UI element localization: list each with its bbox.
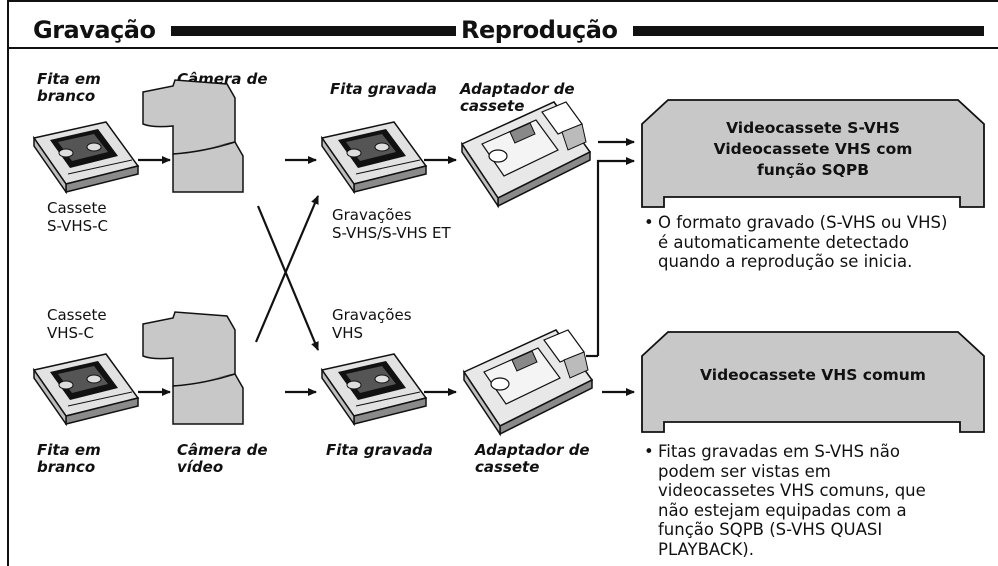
playback-title: Reprodução	[461, 16, 618, 44]
bottom-recordings-caption: Gravações VHS	[332, 306, 412, 342]
vcr-top-note: • O formato gravado (S-VHS ou VHS) é aut…	[644, 213, 958, 272]
top-recordings-caption: Gravações S-VHS/S-VHS ET	[332, 206, 451, 242]
top-adapter-label: Adaptador de cassete	[460, 80, 575, 115]
top-blank-tape-icon	[33, 121, 139, 193]
top-recorded-tape-icon	[321, 121, 427, 193]
bottom-cassette-caption: Cassete VHS-C	[47, 306, 107, 342]
vcr-top-note-bullet: •	[644, 213, 654, 232]
vcr-bottom-label: Videocassete VHS comum	[700, 366, 926, 384]
bottom-recorded-tape-label: Fita gravada	[326, 441, 433, 459]
vcr-bottom-note-bullet: •	[644, 442, 654, 461]
vcr-bottom-note-text: Fitas gravadas em S-VHS não podem ser vi…	[658, 442, 926, 559]
bottom-blank-tape-label: Fita em branco	[37, 441, 101, 476]
playback-title-bar	[633, 26, 984, 36]
bottom-adapter-to-top-vcr-connector	[596, 157, 635, 356]
bottom-adapter-label: Adaptador de cassete	[475, 441, 590, 476]
frame-left-line	[7, 0, 9, 566]
frame-top-line	[7, 0, 998, 2]
bottom-camera-label: Câmera de vídeo	[177, 441, 268, 476]
top-camera-icon	[142, 79, 244, 193]
vcr-top-note-text: O formato gravado (S-VHS ou VHS) é autom…	[658, 213, 948, 271]
bottom-blank-tape-icon	[33, 353, 139, 425]
top-cassette-caption: Cassete S-VHS-C	[47, 199, 109, 235]
top-adapter-icon	[461, 101, 591, 207]
vcr-bottom-note: • Fitas gravadas em S-VHS não podem ser …	[644, 442, 938, 559]
top-recorded-tape-label: Fita gravada	[330, 80, 437, 98]
cross-arrow-vhs-to-svhs-tape	[254, 195, 320, 343]
vcr-bottom-shape	[641, 331, 985, 433]
vcr-top-shape	[641, 99, 985, 208]
bottom-recorded-tape-icon	[321, 353, 427, 425]
top-blank-tape-label: Fita em branco	[37, 70, 101, 105]
recording-title: Gravação	[33, 16, 156, 44]
bottom-adapter-icon	[463, 329, 593, 435]
frame-header-divider	[7, 47, 998, 49]
vcr-top-label: Videocassete S-VHS Videocassete VHS com …	[713, 119, 913, 179]
cross-arrow-svhs-to-vhs-tape	[256, 205, 320, 351]
recording-title-bar	[171, 26, 456, 36]
bottom-camera-icon	[142, 311, 244, 425]
